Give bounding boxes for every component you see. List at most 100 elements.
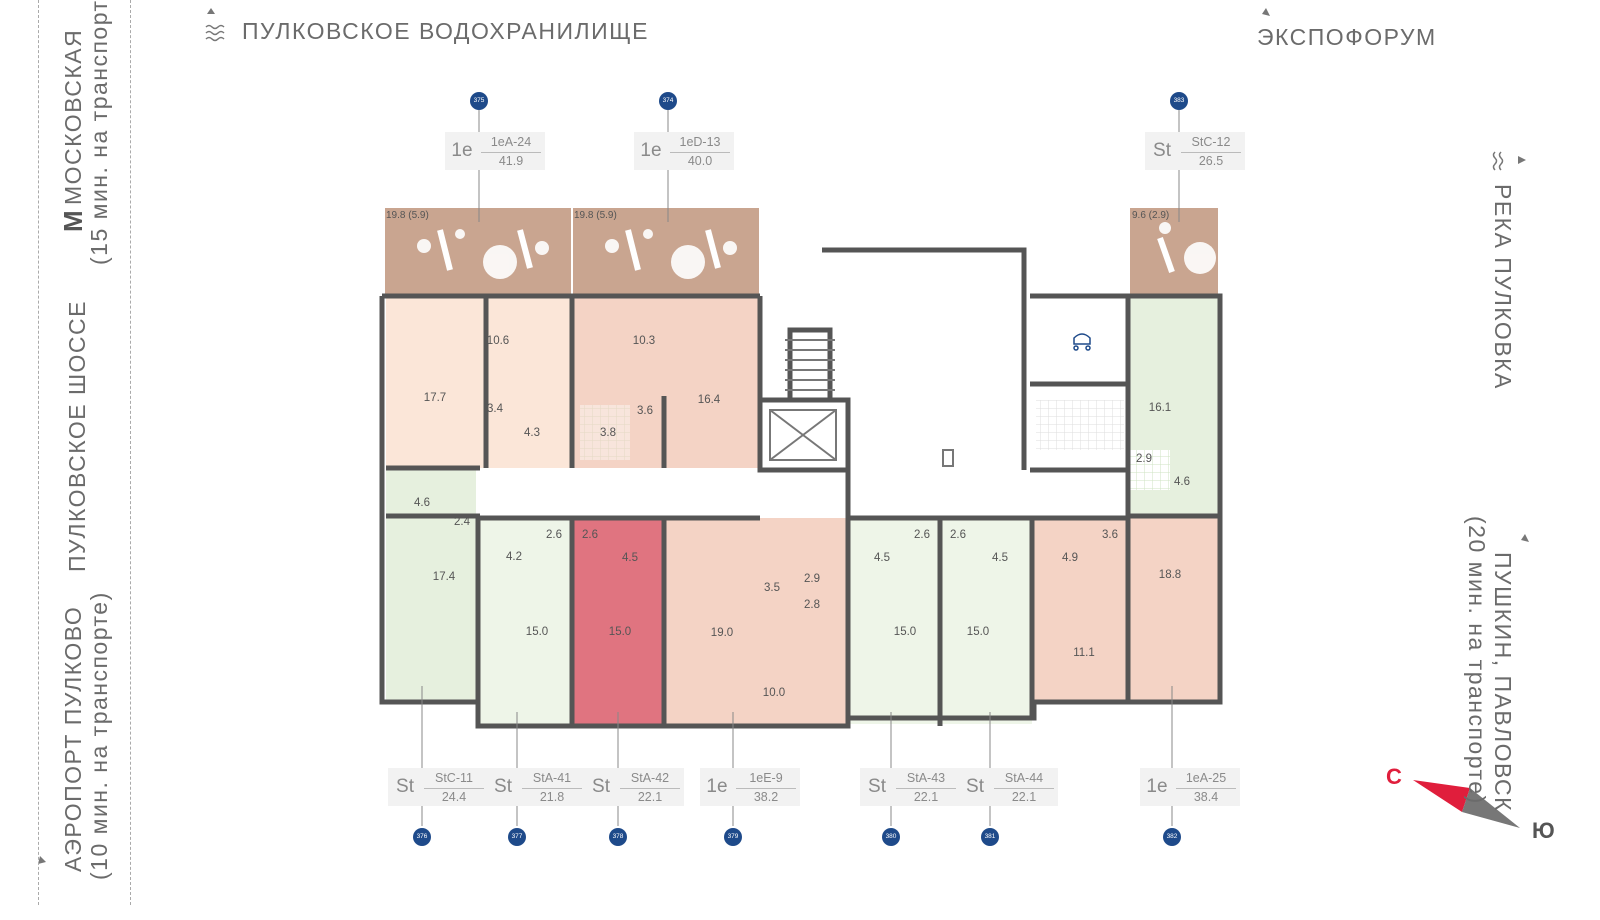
unit-badge-381[interactable]: 381 [981, 828, 999, 846]
unit-card-378[interactable]: St StA-42 22.1 [584, 768, 684, 806]
unit-badge-383[interactable]: 383 [1170, 92, 1188, 110]
unit-card-375[interactable]: 1е 1еA-24 41.9 [445, 132, 545, 170]
room-area: 2.6 [914, 529, 930, 541]
unit-code: 1еA-25 [1185, 771, 1227, 785]
room-area: 15.0 [608, 626, 632, 638]
unit-card-376[interactable]: St StC-11 24.4 [388, 768, 488, 806]
room-area: 4.5 [622, 552, 638, 564]
unit-kind: St [868, 776, 886, 797]
unit-badge-380[interactable]: 380 [882, 828, 900, 846]
unit-badge-374[interactable]: 374 [659, 92, 677, 110]
unit-kind: 1е [1146, 776, 1168, 797]
unit-code: StA-41 [532, 771, 572, 785]
unit-kind: 1е [706, 776, 728, 797]
apt-378-fill [572, 518, 664, 724]
unit-badge-378[interactable]: 378 [609, 828, 627, 846]
unit-card-380[interactable]: St StA-43 22.1 [860, 768, 960, 806]
unit-area: 22.1 [896, 788, 956, 804]
metro-icon: М [58, 210, 88, 232]
unit-code: 1еA-24 [490, 135, 532, 149]
apt-375-fill [386, 298, 486, 468]
unit-card-381[interactable]: St StA-44 22.1 [958, 768, 1058, 806]
arrow-up-icon [207, 8, 215, 14]
unit-code: StC-11 [435, 771, 473, 785]
room-area: 10.6 [486, 335, 510, 347]
unit-kind: St [396, 776, 414, 797]
unit-area: 22.1 [620, 788, 680, 804]
moskovskaya-time-label: (15 мин. на транспорте) [86, 0, 112, 265]
unit-code: 1еD-13 [679, 135, 721, 149]
room-area: 4.5 [992, 552, 1008, 564]
room-area: 2.9 [804, 573, 820, 585]
room-area: 17.7 [423, 392, 447, 404]
pushkin-time-label: (20 мин. на транспорте) [1464, 516, 1490, 805]
apt-379-fill [664, 518, 848, 724]
room-area: 19.0 [710, 627, 734, 639]
unit-area: 26.5 [1181, 152, 1241, 168]
unit-badge-382[interactable]: 382 [1163, 828, 1181, 846]
compass-south-label: Ю [1532, 818, 1555, 843]
moskovskaya-label: МОСКОВСКАЯ [60, 28, 86, 205]
unit-area: 22.1 [994, 788, 1054, 804]
arrow-down-icon [38, 856, 46, 864]
terrace-area: 19.8 (5.9) [386, 210, 429, 221]
room-area: 4.3 [524, 427, 540, 439]
reservoir-label: ПУЛКОВСКОЕ ВОДОХРАНИЛИЩЕ [242, 18, 649, 44]
room-area: 4.5 [874, 552, 890, 564]
room-area: 16.4 [697, 394, 721, 406]
unit-code: 1еE-9 [749, 771, 783, 785]
unit-badge-379[interactable]: 379 [724, 828, 742, 846]
apt-381-fill [940, 518, 1032, 724]
shosse-label: ПУЛКОВСКОЕ ШОССЕ [64, 300, 90, 572]
room-area: 3.4 [487, 403, 503, 415]
unit-kind: 1е [640, 140, 662, 161]
arrow-right-icon [1518, 156, 1526, 164]
expoforum-label: ЭКСПОФОРУМ [1257, 24, 1437, 50]
unit-code: StA-43 [906, 771, 946, 785]
unit-badge-376[interactable]: 376 [413, 828, 431, 846]
room-area: 2.6 [546, 529, 562, 541]
stroller-icon [1073, 333, 1091, 351]
room-area: 11.1 [1073, 647, 1095, 659]
room-area: 4.9 [1062, 552, 1078, 564]
apt-380-fill [848, 518, 940, 724]
unit-card-377[interactable]: St StA-41 21.8 [486, 768, 586, 806]
unit-card-383[interactable]: St StC-12 26.5 [1145, 132, 1245, 170]
terrace-area: 19.8 (5.9) [574, 210, 617, 221]
room-area: 2.6 [950, 529, 966, 541]
airport-time-label: (10 мин. на транспорте) [86, 591, 112, 880]
room-area: 16.1 [1148, 402, 1172, 414]
river-wave-icon [1492, 151, 1504, 171]
unit-code: StA-42 [630, 771, 670, 785]
apt-376-fill [386, 468, 476, 700]
room-area: 10.3 [632, 335, 656, 347]
room-area: 2.6 [582, 529, 598, 541]
unit-code: StA-44 [1004, 771, 1044, 785]
compass-north-label: С [1386, 764, 1402, 789]
unit-area: 38.2 [736, 788, 796, 804]
unit-area: 40.0 [670, 152, 730, 168]
room-area: 17.4 [432, 571, 456, 583]
unit-card-379[interactable]: 1е 1еE-9 38.2 [700, 768, 800, 806]
room-area: 2.9 [1136, 453, 1152, 465]
room-area: 2.8 [804, 599, 820, 611]
room-area: 4.2 [506, 551, 522, 563]
unit-card-382[interactable]: 1е 1еA-25 38.4 [1140, 768, 1240, 806]
terrace-area: 9.6 (2.9) [1132, 210, 1170, 221]
room-area: 18.8 [1158, 569, 1182, 581]
water-icon [205, 24, 225, 42]
room-area: 3.8 [600, 427, 616, 439]
unit-area: 24.4 [424, 788, 484, 804]
compass-icon [1413, 780, 1520, 828]
unit-badge-375[interactable]: 375 [470, 92, 488, 110]
river-label: РЕКА ПУЛКОВКА [1490, 184, 1516, 390]
unit-badge-377[interactable]: 377 [508, 828, 526, 846]
unit-kind: St [966, 776, 984, 797]
apt-382-fill [1032, 516, 1218, 702]
unit-area: 38.4 [1176, 788, 1236, 804]
room-area: 10.0 [762, 687, 786, 699]
room-area: 3.6 [637, 405, 653, 417]
unit-card-374[interactable]: 1е 1еD-13 40.0 [634, 132, 734, 170]
unit-kind: St [494, 776, 512, 797]
